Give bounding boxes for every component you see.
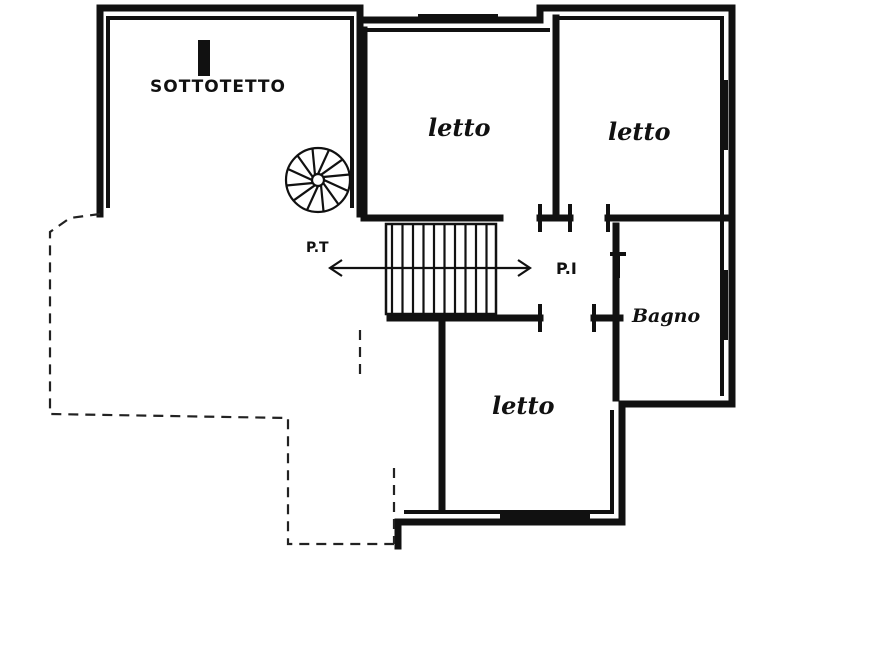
- spiral-step: [316, 149, 330, 175]
- room-label-letto-right: letto: [608, 117, 671, 146]
- spiral-step: [286, 181, 313, 187]
- window-bath: [720, 270, 728, 340]
- spiral-step: [322, 182, 340, 206]
- terrace-outline: [48, 212, 396, 546]
- spiral-step: [311, 148, 317, 175]
- room-label-bagno: Bagno: [631, 305, 700, 327]
- spiral-step: [296, 154, 314, 178]
- window-top: [418, 14, 498, 22]
- spiral-step: [306, 185, 320, 211]
- level-arrow: [328, 259, 532, 277]
- window-bottom: [500, 512, 590, 522]
- room-label-letto-bottom: letto: [492, 391, 555, 420]
- spiral-step: [319, 185, 325, 212]
- spiral-step: [292, 184, 316, 202]
- room-label-letto-center: letto: [428, 113, 491, 142]
- marker-p1: P.I: [556, 259, 577, 278]
- marker-pt: P.T: [306, 240, 329, 256]
- room-label-sottotetto: SOTTOTETTO: [150, 77, 286, 97]
- spiral-step: [320, 158, 344, 176]
- outer-walls: [356, 4, 736, 550]
- spiral-step: [323, 178, 349, 192]
- spiral-staircase: [198, 40, 352, 214]
- attic-room: [96, 4, 364, 218]
- window-right: [720, 80, 728, 150]
- spiral-step: [287, 168, 313, 182]
- interior-walls: [360, 14, 732, 512]
- spiral-step: [323, 173, 350, 179]
